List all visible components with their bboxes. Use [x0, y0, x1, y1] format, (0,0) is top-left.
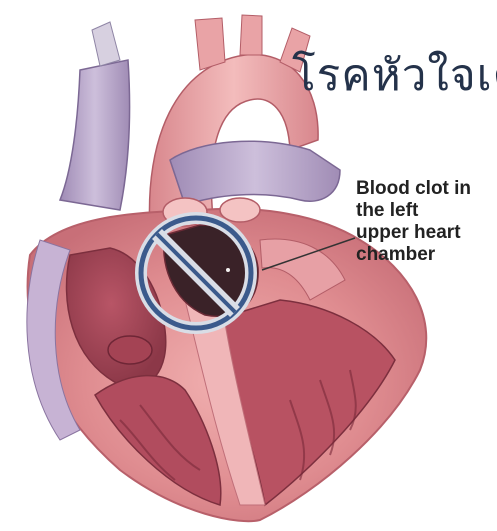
pulmonary-artery: [170, 141, 340, 205]
branch-vessel: [92, 22, 120, 66]
aorta-branch: [195, 18, 225, 70]
callout-line: upper heart: [356, 222, 497, 244]
callout-line: chamber: [356, 244, 497, 266]
page-title: โรคหัวใจเต: [292, 40, 497, 110]
pulmonary-vein: [220, 198, 260, 222]
callout-line: Blood clot in: [356, 178, 497, 200]
valve: [108, 336, 152, 364]
callout-line: the left: [356, 200, 497, 222]
superior-vena-cava: [60, 60, 130, 210]
aorta-branch: [240, 15, 262, 55]
clot-callout-label: Blood clot in the left upper heart chamb…: [356, 178, 497, 266]
